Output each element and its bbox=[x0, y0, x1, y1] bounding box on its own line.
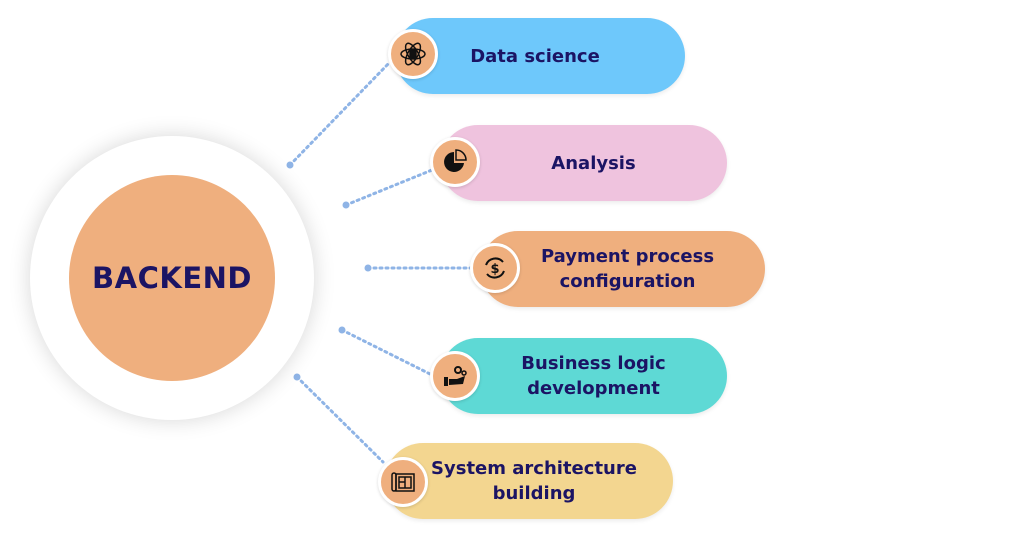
connector-dot bbox=[293, 373, 301, 381]
svg-text:$: $ bbox=[490, 262, 499, 277]
center-node: BACKEND bbox=[69, 175, 275, 381]
dollar-refresh-icon: $ bbox=[470, 243, 520, 293]
connector-data-science bbox=[288, 60, 392, 167]
node-label: Business logic development bbox=[521, 353, 666, 399]
pie-chart-icon bbox=[430, 137, 480, 187]
node-business-logic: Business logic development bbox=[440, 338, 727, 414]
node-payment: Payment process configuration bbox=[480, 231, 765, 307]
connector-dot bbox=[364, 264, 372, 272]
center-label: BACKEND bbox=[92, 261, 252, 295]
connector-system bbox=[295, 375, 385, 464]
blueprint-icon bbox=[378, 457, 428, 507]
atom-data-icon bbox=[388, 29, 438, 79]
node-label: Payment process configuration bbox=[540, 246, 715, 292]
node-label: Analysis bbox=[551, 152, 636, 174]
node-analysis: Analysis bbox=[440, 125, 727, 201]
hand-gears-icon bbox=[430, 351, 480, 401]
connector-dot bbox=[338, 326, 346, 334]
node-system-architecture: System architecture building bbox=[385, 443, 673, 519]
node-data-science: Data science bbox=[395, 18, 685, 94]
connector-business bbox=[340, 328, 434, 377]
connector-analysis bbox=[344, 168, 434, 207]
connector-dot bbox=[342, 201, 350, 209]
node-label: System architecture building bbox=[431, 458, 637, 504]
connector-dot bbox=[286, 161, 294, 169]
node-label: Data science bbox=[470, 45, 600, 67]
